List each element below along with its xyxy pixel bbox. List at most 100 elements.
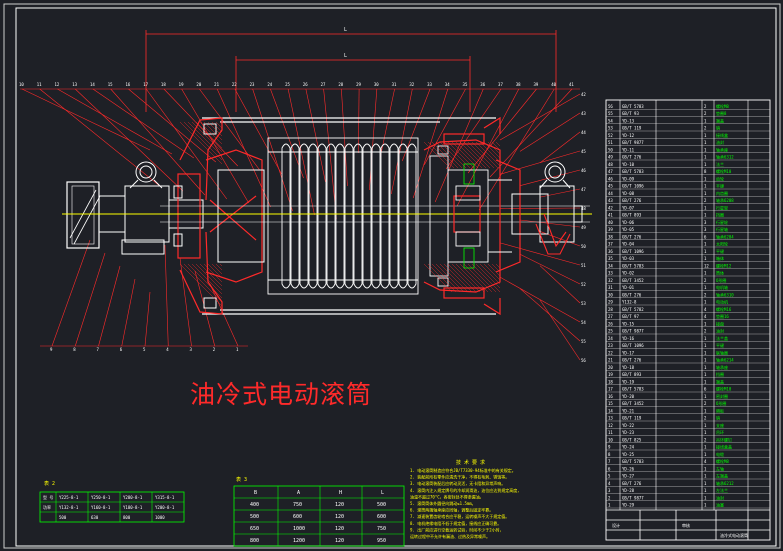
leader-line [539,265,581,304]
table3-cell: 500 [377,502,386,508]
note-line: 3. 电动滚筒装配后应转动灵活，无卡阻和异常声响。 [410,480,505,486]
part-name: 油封 [716,328,724,334]
hatch-line [455,141,483,169]
balloon-label: 5 [143,347,146,352]
part-no: 3 [608,488,611,493]
table3-cell: 120 [335,502,344,508]
leader-line [51,239,91,347]
hatch-line [187,121,223,157]
title-block-left: 设计 [612,522,620,528]
part-name: 螺栓M10 [716,168,732,174]
part-name: 隔板 [716,407,724,413]
part-name: 支座 [716,422,724,428]
balloon-label: 22 [232,82,237,87]
dim-label-outer: L [344,27,347,33]
part-name: 行星架 [716,204,728,210]
part-code: GB/T 5783 [622,104,644,109]
part-no: 13 [608,416,613,421]
note-line: 5. 滚筒筒体外圆径向跳动≤1.5mm。 [410,500,476,506]
part-no: 11 [608,430,613,435]
part-no: 24 [608,336,613,341]
part-no: 21 [608,358,613,363]
table3-header: H [339,490,342,496]
table2-cell: Y200-8-1 [155,505,175,510]
part-name: 接线盒 [716,132,728,138]
part-code: YD-03 [622,256,635,261]
part-name: 齿轮 [716,175,724,181]
balloon-label: 33 [427,82,432,87]
part-no: 56 [608,104,613,109]
hatch-line [491,141,501,151]
part-code: YD-15 [622,321,635,326]
leader-line [199,88,260,171]
part-name: 电动机 [716,299,728,305]
leader-line [305,88,326,183]
hatch-line [475,141,501,167]
balloon-label: 27 [321,82,326,87]
part-no: 49 [608,155,613,160]
part-qty: 1 [704,503,707,508]
part-name: 左端盖 [716,473,728,479]
hatch-line [447,263,477,293]
balloon-label: 16 [125,82,130,87]
table3-cell: 500 [250,514,259,520]
part-name: 垫圈16 [716,313,729,319]
part-qty: 3 [704,220,707,225]
part-code: YD-06 [622,220,635,225]
part-qty: 1 [704,271,707,276]
table3-cell: 120 [335,514,344,520]
leader-line [75,88,184,192]
part-no: 38 [608,234,613,239]
part-no: 32 [608,278,613,283]
hatch-line [187,263,223,299]
part-code: YD-24 [622,445,635,450]
balloon-label: 55 [581,339,586,344]
part-code: GB/T 119 [622,416,642,421]
hatch-line [195,121,223,149]
leader-line [358,88,360,154]
balloon-label: 30 [374,82,379,87]
fin [344,143,354,289]
leader-line [478,88,555,211]
table3-cell: 1000 [293,526,305,532]
hatch-line [479,141,501,163]
part-code: GB/T 1096 [622,249,644,254]
part-no: 5 [608,474,611,479]
part-qty: 1 [704,140,707,145]
hatch-line [463,141,491,169]
balloon-label: 34 [445,82,450,87]
balloon-label: 8 [73,347,76,352]
part-qty: 1 [704,133,707,138]
leader-lines-top [20,88,580,220]
part-name: 垫圈8 [716,110,727,116]
hatch-line [215,263,223,271]
section-hatching [179,121,501,307]
part-name: 轴承6310 [716,291,734,297]
table3-cell: 650 [250,526,259,532]
part-qty: 1 [704,372,707,377]
hatch-line [203,263,223,283]
table2-cell: Y225-8-1 [59,495,79,500]
notes-lines: 1. 电动滚筒制造应符合JB/T7330-94标准中的有关规定。2. 装配前所有… [410,467,521,539]
balloon-label: 23 [250,82,255,87]
hatch-line [439,263,469,293]
leader-line [499,276,581,323]
hatch-line [199,121,223,145]
part-qty: 2 [704,401,707,406]
part-no: 34 [608,263,613,268]
hatch-line [191,263,223,295]
part-code: GB/T 93 [622,111,639,116]
part-name: 螺栓M8 [716,103,729,109]
leader-lines-right [499,93,581,361]
leader-line [519,219,581,228]
fin [398,143,408,289]
part-name: 油封 [716,139,724,145]
hatch-line [471,263,501,293]
part-qty: 1 [704,452,707,457]
part-code: GB/T 276 [622,358,642,363]
part-name: 螺栓M12 [716,262,732,268]
part-no: 7 [608,459,611,464]
leader-line [499,242,581,266]
part-qty: 1 [704,481,707,486]
fin [317,143,327,289]
